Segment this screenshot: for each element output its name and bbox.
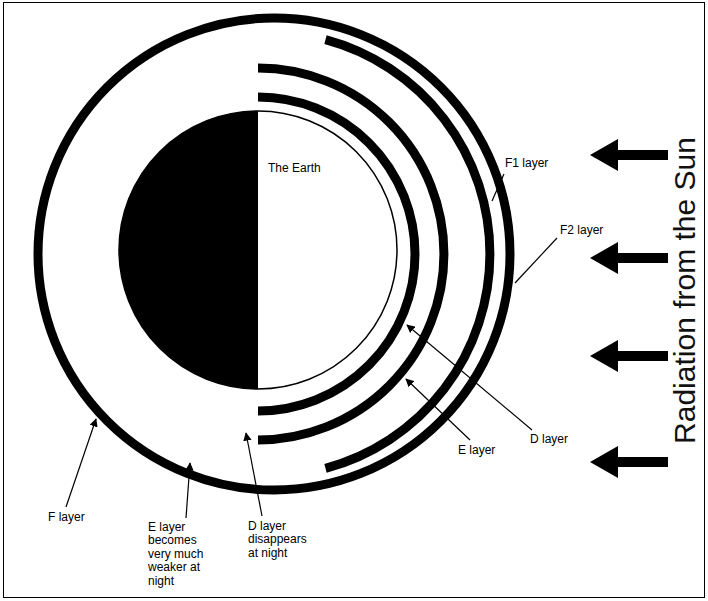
label-holder: F1 layer bbox=[505, 157, 548, 170]
layer-label: F2 layer bbox=[560, 224, 603, 237]
label-holder: F2 layer bbox=[560, 224, 603, 237]
earth-night-side bbox=[119, 111, 258, 389]
earth-outline bbox=[118, 110, 398, 390]
frame bbox=[4, 3, 705, 598]
leader-arrow bbox=[406, 379, 470, 440]
leader-line bbox=[515, 238, 557, 283]
label-holder: Radiation from the Sun bbox=[668, 137, 701, 444]
label-holder: D layer bbox=[530, 433, 568, 446]
layer-label: D layer bbox=[530, 433, 568, 446]
node-title: The Earth bbox=[268, 162, 321, 176]
radiation-arrow bbox=[590, 242, 668, 274]
leader-arrow bbox=[246, 433, 262, 516]
leader-arrow bbox=[186, 463, 190, 518]
radiation-arrow bbox=[590, 340, 668, 372]
layer-label: F1 layer bbox=[505, 157, 548, 170]
label-holder: E layer becomes very much weaker at nigh… bbox=[148, 521, 214, 588]
radiation-label: Radiation from the Sun bbox=[668, 137, 701, 444]
label-holder: F layer bbox=[48, 511, 85, 524]
leader-arrow bbox=[407, 325, 532, 430]
earth-circle: The Earth bbox=[118, 110, 398, 390]
layer-label: F layer bbox=[48, 511, 85, 524]
radiation-arrow bbox=[590, 446, 668, 478]
night-note: D layer disappears at night bbox=[248, 520, 316, 560]
radiation-arrow bbox=[590, 139, 668, 171]
leader-line bbox=[492, 174, 504, 201]
label-holder: D layer disappears at night bbox=[248, 520, 316, 560]
label-holder: E layer bbox=[458, 444, 495, 457]
f-layer-ring bbox=[38, 18, 510, 490]
night-note: E layer becomes very much weaker at nigh… bbox=[148, 521, 214, 588]
layer-label: E layer bbox=[458, 444, 495, 457]
earth-day-side bbox=[119, 111, 397, 389]
leader-arrow bbox=[66, 419, 96, 507]
